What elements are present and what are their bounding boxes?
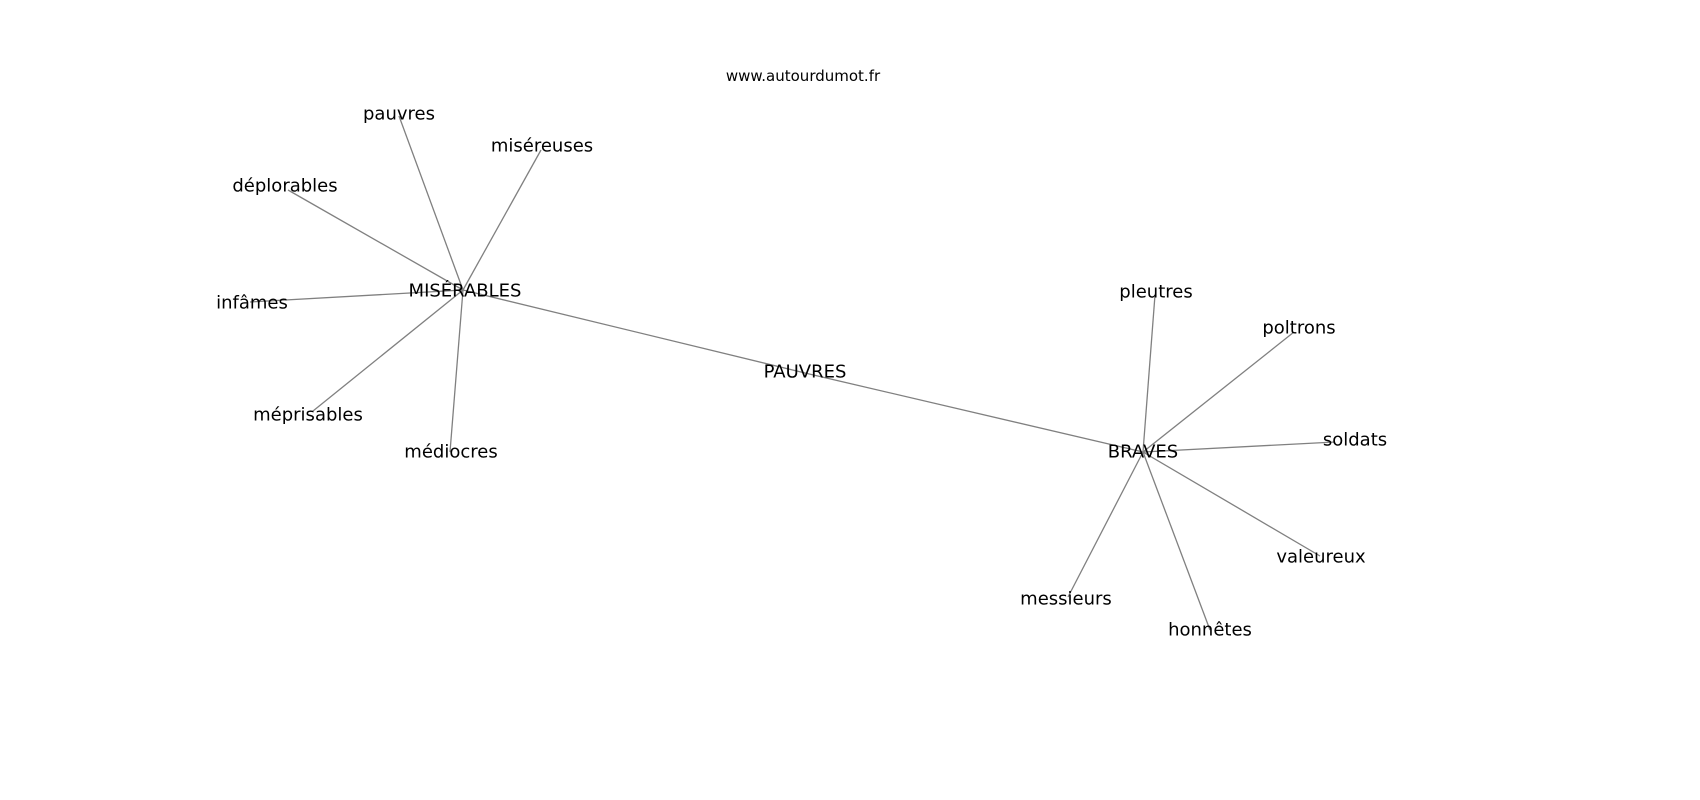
node-infames[interactable]: infâmes	[216, 293, 288, 314]
node-valeureux[interactable]: valeureux	[1276, 547, 1366, 568]
node-honnetes[interactable]: honnêtes	[1168, 620, 1252, 641]
node-pauvres[interactable]: pauvres	[363, 104, 435, 125]
edge-miserables-misereuses	[462, 149, 542, 291]
node-meprisables[interactable]: méprisables	[253, 405, 363, 426]
edge-pauvres_hub-miserables	[462, 289, 806, 374]
edge-braves-messieurs	[1067, 451, 1144, 598]
node-labels: PAUVRES MISÉRABLES BRAVES pauvres misére…	[216, 104, 1387, 641]
node-miserables[interactable]: MISÉRABLES	[409, 280, 522, 302]
edge-braves-soldats	[1142, 441, 1336, 453]
edge-braves-honnetes	[1142, 451, 1211, 631]
edge-miserables-mediocres	[449, 289, 464, 453]
edge-miserables-infames	[249, 289, 464, 303]
node-braves[interactable]: BRAVES	[1108, 442, 1178, 463]
node-soldats[interactable]: soldats	[1323, 430, 1387, 451]
node-poltrons[interactable]: poltrons	[1262, 318, 1335, 339]
node-messieurs[interactable]: messieurs	[1020, 589, 1112, 610]
edge-pauvres_hub-braves	[804, 372, 1144, 453]
site-title: www.autourdumot.fr	[726, 67, 881, 85]
node-deplorables[interactable]: déplorables	[232, 176, 337, 197]
edge-braves-pleutres	[1142, 294, 1156, 453]
node-pauvres-hub[interactable]: PAUVRES	[764, 362, 847, 383]
node-pleutres[interactable]: pleutres	[1119, 282, 1192, 303]
edge-miserables-deplorables	[287, 189, 464, 291]
edge-braves-valeureux	[1142, 451, 1321, 557]
node-mediocres[interactable]: médiocres	[404, 442, 497, 463]
edge-miserables-pauvres	[398, 115, 464, 291]
node-misereuses[interactable]: miséreuses	[491, 136, 593, 157]
edges	[249, 115, 1336, 631]
edge-braves-poltrons	[1142, 331, 1295, 453]
edge-miserables-meprisables	[312, 289, 464, 412]
